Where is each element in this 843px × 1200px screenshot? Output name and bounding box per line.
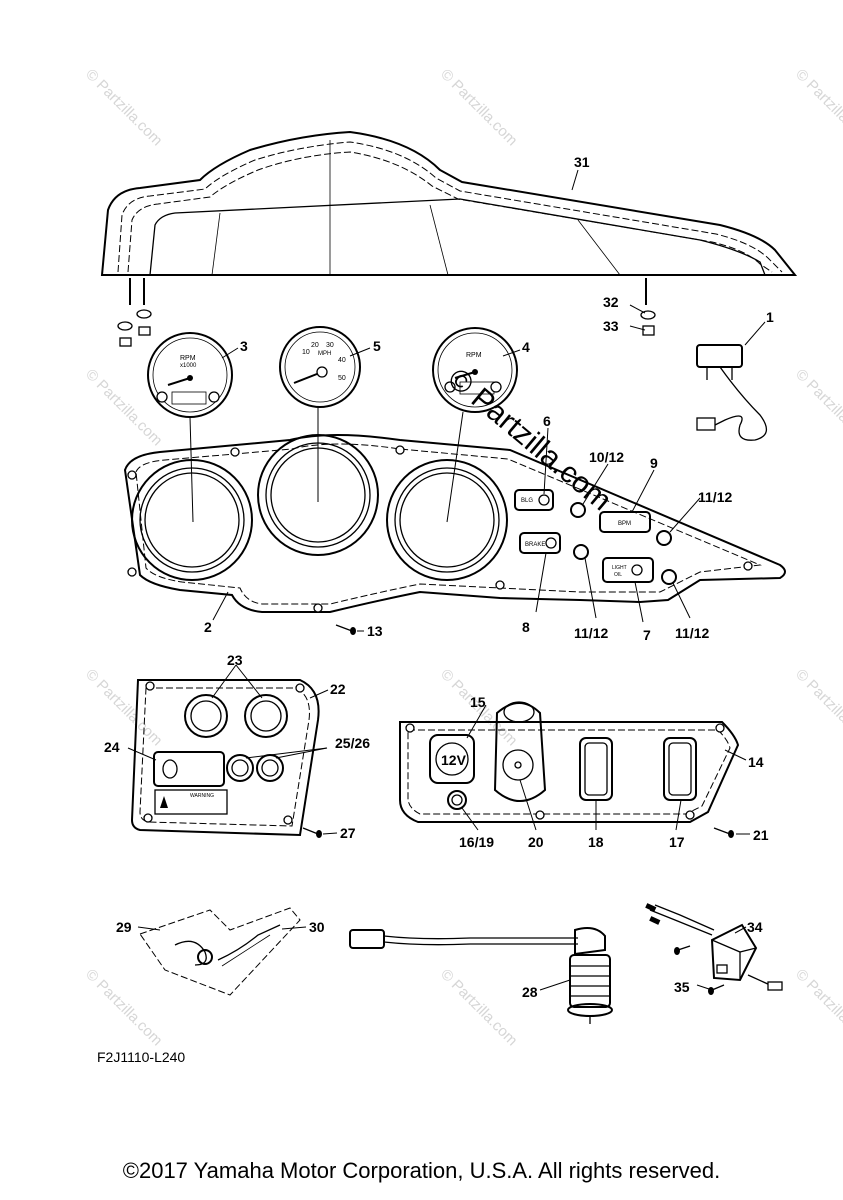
tick-label: 10 xyxy=(302,349,310,356)
rpm-label: RPM xyxy=(466,352,482,359)
watermark: © Partzilla.com xyxy=(82,966,165,1049)
rpm-unit: x1000 xyxy=(180,363,197,369)
watermark-layer: © Partzilla.com © Partzilla.com © Partzi… xyxy=(82,66,843,1049)
rpm-label: RPM xyxy=(180,355,196,362)
socket-label: 12V xyxy=(441,752,467,768)
watermark: © Partzilla.com xyxy=(82,66,165,149)
switch-label: BPM xyxy=(618,521,631,527)
tick-label: 30 xyxy=(326,342,334,349)
callout-34: 34 xyxy=(747,919,763,935)
callout-23: 23 xyxy=(227,652,243,668)
watermark: © Partzilla.com xyxy=(792,366,843,449)
callout-27: 27 xyxy=(340,825,356,841)
part-34-relay xyxy=(645,903,783,995)
switch-label: BLG xyxy=(521,498,533,504)
tachometer-right: RPM xyxy=(432,327,518,413)
switch-label: BRAKE xyxy=(525,542,545,548)
callout-30: 30 xyxy=(309,919,325,935)
callout-9: 9 xyxy=(650,455,658,471)
callout-7: 7 xyxy=(643,627,651,643)
callout-17: 17 xyxy=(669,834,685,850)
tick-label: 20 xyxy=(311,342,319,349)
callout-25-26: 25/26 xyxy=(335,735,370,751)
callout-31: 31 xyxy=(574,154,590,170)
callout-29: 29 xyxy=(116,919,132,935)
callout-11-12-right: 11/12 xyxy=(698,489,732,505)
callout-20: 20 xyxy=(528,834,544,850)
callout-1: 1 xyxy=(766,309,774,325)
callout-11-12-low: 11/12 xyxy=(675,625,709,641)
tick-label: 40 xyxy=(338,357,346,364)
copyright-notice: ©2017 Yamaha Motor Corporation, U.S.A. A… xyxy=(122,1158,721,1183)
tachometer-left: RPM x1000 xyxy=(147,332,233,418)
mph-label: MPH xyxy=(318,351,331,357)
screw-13 xyxy=(335,624,356,635)
callout-28: 28 xyxy=(522,984,538,1000)
callout-33: 33 xyxy=(603,318,619,334)
part-28-connector xyxy=(349,927,613,1024)
watermark: © Partzilla.com xyxy=(437,966,520,1049)
part-31-cover xyxy=(100,130,798,305)
callout-35: 35 xyxy=(674,979,690,995)
callout-11-12-mid: 11/12 xyxy=(574,625,608,641)
callout-13: 13 xyxy=(367,623,383,639)
part-1-module xyxy=(696,344,767,441)
part-29-30-harness xyxy=(139,907,301,996)
watermark: © Partzilla.com xyxy=(792,66,843,149)
callout-2: 2 xyxy=(204,619,212,635)
watermark: © Partzilla.com xyxy=(792,666,843,749)
watermark: © Partzilla.com xyxy=(437,66,520,149)
diagram-code: F2J1110-L240 xyxy=(97,1049,185,1065)
switch-label: LIGHT xyxy=(612,565,627,571)
callout-14: 14 xyxy=(748,754,764,770)
switch-label: OIL xyxy=(614,572,622,578)
warning-label: WARNING xyxy=(190,793,214,799)
watermark-overlay: © Partzilla.com xyxy=(442,362,618,517)
callout-8: 8 xyxy=(522,619,530,635)
part-14-panel: 12V xyxy=(399,701,740,823)
callout-18: 18 xyxy=(588,834,604,850)
part-2-dash-panel: BLG BRAKE BPM LIGHT OIL xyxy=(123,434,786,613)
callout-21: 21 xyxy=(753,827,769,843)
callout-4: 4 xyxy=(522,339,530,355)
callout-3: 3 xyxy=(240,338,248,354)
watermark: © Partzilla.com xyxy=(792,966,843,1049)
callout-15: 15 xyxy=(470,694,486,710)
washers-nuts xyxy=(117,309,656,347)
part-22-panel: WARNING xyxy=(130,679,320,837)
leader-lines xyxy=(127,169,766,991)
callout-32: 32 xyxy=(603,294,619,310)
callout-16-19: 16/19 xyxy=(459,834,494,850)
speedometer: 10 20 30 40 50 MPH xyxy=(279,326,361,408)
callout-10-12: 10/12 xyxy=(589,449,624,465)
callout-5: 5 xyxy=(373,338,381,354)
callout-22: 22 xyxy=(330,681,346,697)
watermark: © Partzilla.com xyxy=(82,666,165,749)
callout-labels: 31 1 32 33 3 5 4 6 10/12 9 11/12 2 13 8 … xyxy=(104,154,774,1000)
tick-label: 50 xyxy=(338,375,346,382)
callout-24: 24 xyxy=(104,739,120,755)
screw-27 xyxy=(302,827,322,838)
screw-21 xyxy=(713,827,734,838)
callout-6: 6 xyxy=(543,413,551,429)
